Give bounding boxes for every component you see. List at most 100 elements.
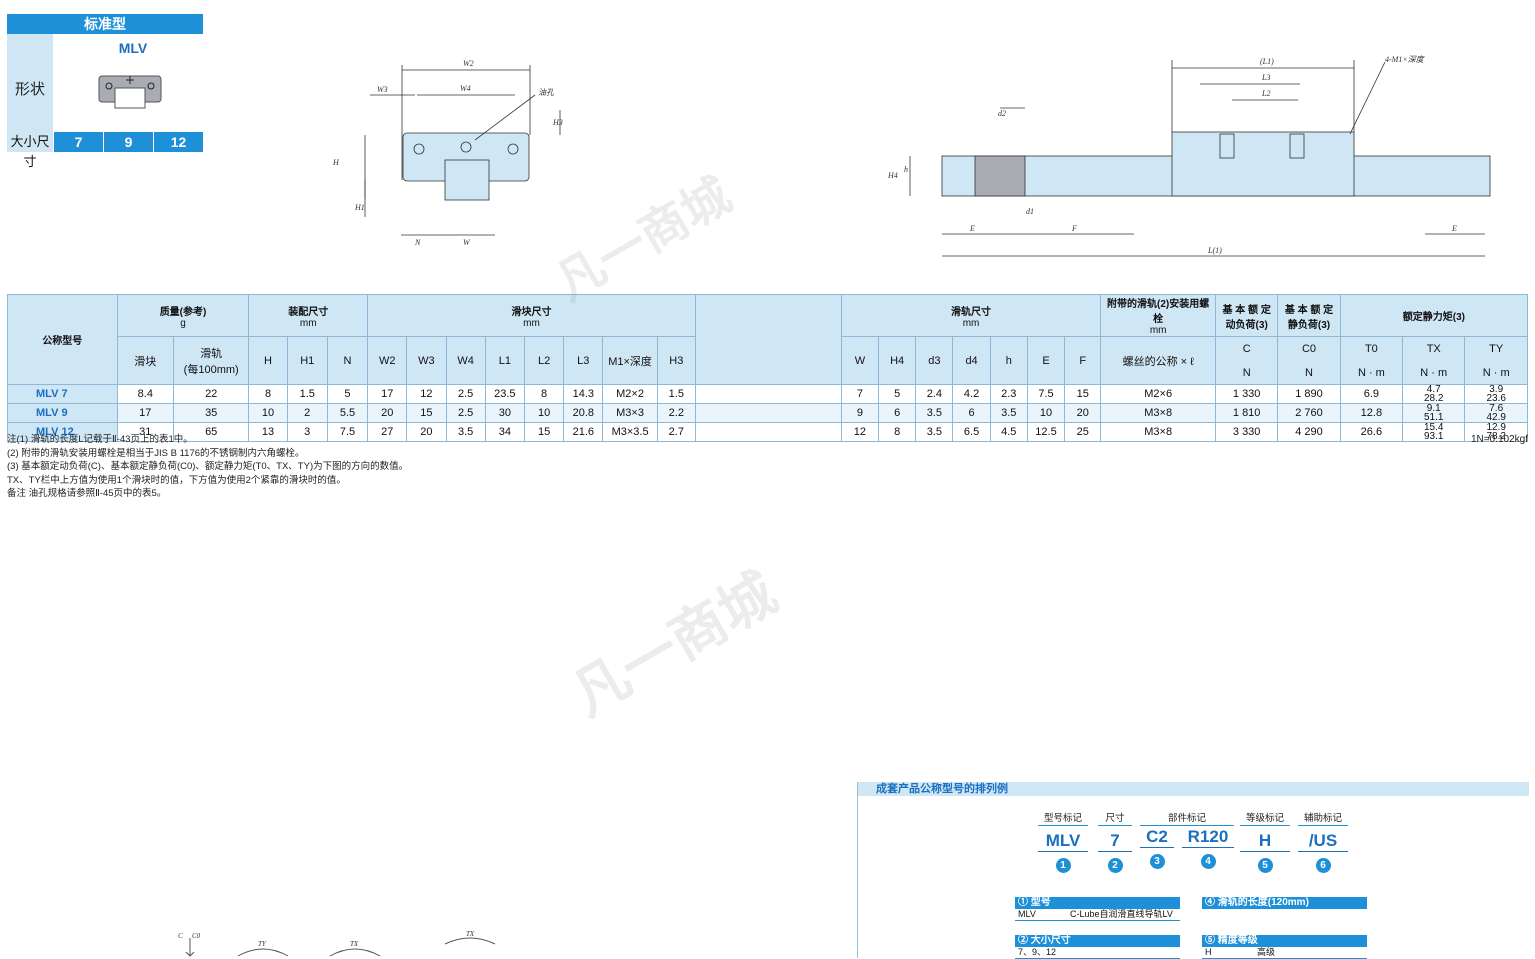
col-M1: M1×深度	[602, 336, 658, 385]
col-L3: L3	[563, 336, 604, 385]
cell-L3: 21.6	[563, 422, 604, 442]
cell-d4: 6.5	[952, 422, 991, 442]
svg-text:E: E	[969, 224, 975, 233]
col-N: N	[326, 336, 369, 385]
cell-C0: 1 890	[1277, 384, 1341, 404]
col-mass-rail: 滑轨(每100mm)	[172, 336, 250, 385]
cell-C0: 4 290	[1277, 422, 1341, 442]
cell-T0: 6.9	[1339, 384, 1404, 404]
cell-E: 12.5	[1026, 422, 1066, 442]
col-H1: H1	[286, 336, 328, 385]
cell-model: MLV 12	[7, 422, 118, 442]
col-mass-block: 滑块	[116, 336, 174, 385]
label-Ty: TY	[258, 940, 267, 948]
svg-text:L3: L3	[1261, 73, 1270, 82]
cell-Ty2: 23.6	[1486, 393, 1506, 404]
cell-H4: 8	[878, 422, 917, 442]
cell-Tx2: 28.2	[1424, 393, 1444, 404]
cell-bolt: M3×8	[1100, 422, 1216, 442]
cell-h: 4.5	[989, 422, 1028, 442]
cell-F: 20	[1064, 403, 1102, 423]
cell-F: 25	[1064, 422, 1102, 442]
cell-W: 12	[840, 422, 880, 442]
cell-block: 8.4	[116, 384, 174, 404]
cell-Ty2: 42.9	[1486, 412, 1506, 423]
order-part-label: 部件标记	[1140, 810, 1234, 826]
svg-text:L2: L2	[1261, 89, 1270, 98]
cell-E: 7.5	[1026, 384, 1066, 404]
cell-block: 17	[116, 403, 174, 423]
note-5: 备注 油孔规格请参照Ⅱ-45页中的表5。	[7, 488, 167, 499]
svg-text:d1: d1	[1026, 207, 1034, 216]
svg-text:W: W	[463, 238, 471, 247]
cell-L1: 30	[484, 403, 525, 423]
size-12: 12	[153, 132, 203, 152]
cell-Ty2: 78.2	[1486, 431, 1506, 442]
cell-rail: 35	[172, 403, 250, 423]
cell-block: 31	[116, 422, 174, 442]
col-stat: 基 本 额 定静负荷(3)	[1277, 294, 1341, 337]
cell-W4: 2.5	[445, 384, 486, 404]
col-d3: d3	[915, 336, 954, 385]
cell-T0: 26.6	[1339, 422, 1404, 442]
cell-bolt: M2×6	[1100, 384, 1216, 404]
col-W3: W3	[406, 336, 447, 385]
cell-F: 15	[1064, 384, 1102, 404]
cell-Tx2: 93.1	[1424, 431, 1444, 442]
label-Tx2: TX	[466, 930, 475, 938]
note-1: 注(1) 滑轨的长度L记载于Ⅱ-43页上的表1中。	[7, 434, 193, 445]
cell-L1: 23.5	[484, 384, 525, 404]
col-F: F	[1064, 336, 1102, 385]
cell-model: MLV 7	[7, 384, 118, 404]
cell-M1: M3×3.5	[602, 422, 658, 442]
col-bolt-sub: 螺丝的公称 × ℓ	[1100, 336, 1216, 385]
cell-H1: 2	[286, 403, 328, 423]
info-size: ② 大小尺寸 7、9、12	[1015, 935, 1180, 959]
cell-W4: 2.5	[445, 403, 486, 423]
cell-Tx1: 9.1	[1426, 403, 1441, 414]
cell-W: 9	[840, 403, 880, 423]
cell-C0: 2 760	[1277, 403, 1341, 423]
svg-text:H4: H4	[887, 171, 898, 180]
type-header: 标准型	[7, 14, 203, 34]
cell-C: 3 330	[1214, 422, 1279, 442]
cell-T0: 12.8	[1339, 403, 1404, 423]
col-d4: d4	[952, 336, 991, 385]
col-blank	[694, 294, 842, 385]
cell-W2: 20	[367, 403, 408, 423]
cell-W3: 15	[406, 403, 447, 423]
cell-d3: 2.4	[915, 384, 954, 404]
svg-text:h: h	[904, 165, 908, 174]
cell-d4: 4.2	[952, 384, 991, 404]
svg-text:W2: W2	[463, 59, 474, 68]
cell-L2: 10	[523, 403, 565, 423]
cell-L1: 34	[484, 422, 525, 442]
cell-d4: 6	[952, 403, 991, 423]
cell-H4: 5	[878, 384, 917, 404]
cell-Ty1: 7.6	[1489, 403, 1504, 414]
col-dyn: 基 本 额 定动负荷(3)	[1214, 294, 1279, 337]
cell-M1: M2×2	[602, 384, 658, 404]
col-W4: W4	[445, 336, 486, 385]
svg-text:H1: H1	[354, 203, 365, 212]
footnotes: 注(1) 滑轨的长度L记载于Ⅱ-43页上的表1中。 (2) 附带的滑轨安装用螺栓…	[7, 433, 408, 501]
col-W2: W2	[367, 336, 408, 385]
svg-text:W4: W4	[460, 84, 471, 93]
col-moment: 额定静力矩(3)	[1339, 294, 1529, 337]
shape-label: 形状	[7, 34, 54, 146]
cell-N: 5.5	[326, 403, 369, 423]
cell-W: 7	[840, 384, 880, 404]
cell-rail: 22	[172, 384, 250, 404]
note-3: (3) 基本额定动负荷(C)、基本额定静负荷(C0)、额定静力矩(T0、TX、T…	[7, 461, 409, 472]
col-model: 公称型号	[7, 294, 118, 385]
